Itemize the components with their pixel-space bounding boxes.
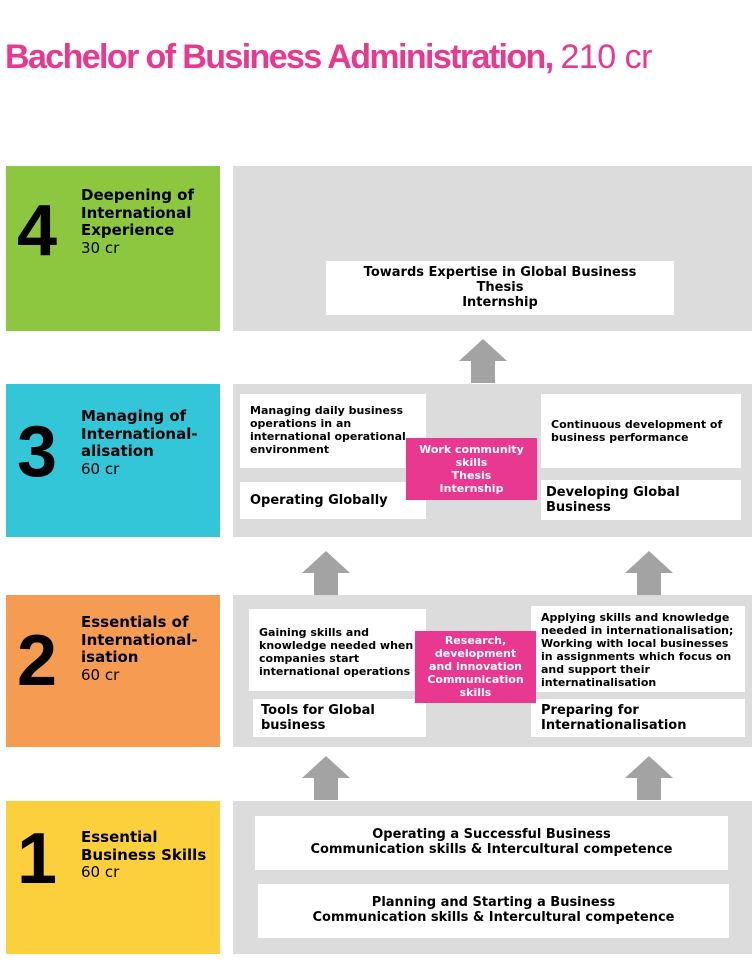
course-title-line: Preparing for	[541, 703, 639, 718]
level-4-panel: Towards Expertise in Global Business The…	[233, 166, 752, 331]
desc-line: knowledge needed when	[259, 639, 414, 652]
desc-line: Gaining skills and	[259, 626, 370, 639]
level-4-name-line: International	[81, 203, 192, 222]
highlight-line: Work community	[419, 443, 524, 456]
course-line: Thesis	[476, 280, 524, 295]
course-title: Operating Globally	[250, 493, 388, 508]
title-main: Bachelor of Business Administration,	[5, 38, 554, 76]
level-3-left-title: Operating Globally	[240, 482, 426, 519]
desc-line: in assignments which focus on	[541, 650, 732, 663]
course-line: Communication skills & Intercultural com…	[312, 910, 675, 925]
level-4-label: Deepening of International Experience 30…	[81, 186, 194, 257]
course-line: Internship	[462, 295, 538, 310]
level-4-name-line: Deepening of	[81, 186, 194, 204]
level-3-credits: 60 cr	[81, 459, 120, 478]
level-4-number: 4	[17, 191, 58, 271]
up-arrow-icon	[459, 339, 507, 383]
page-title: Bachelor of Business Administration, 210…	[5, 38, 652, 77]
highlight-line: development	[434, 647, 517, 660]
up-arrow-icon	[625, 756, 673, 800]
level-2-left-title: Tools for Global business	[253, 699, 426, 737]
desc-line: international operations	[259, 665, 411, 678]
level-1-name-line: Business Skills	[81, 845, 207, 864]
desc-line: international operational	[250, 430, 406, 443]
level-3-left-description: Managing daily business operations in an…	[240, 394, 426, 468]
level-1-number: 1	[17, 819, 58, 899]
level-3-panel: Managing daily business operations in an…	[233, 384, 752, 537]
desc-line: environment	[250, 443, 330, 456]
level-1-block: 1 Essential Business Skills 60 cr	[6, 801, 220, 954]
highlight-line: Thesis	[451, 469, 492, 482]
highlight-line: and innovation	[429, 660, 522, 673]
up-arrow-icon	[302, 551, 350, 595]
level-2-name-line: International-	[81, 630, 198, 649]
course-title-line: business	[261, 718, 326, 733]
highlight-line: Research,	[444, 634, 507, 647]
level-4-block: 4 Deepening of International Experience …	[6, 166, 220, 331]
highlight-line: Communication	[427, 673, 524, 686]
course-title-line: Tools for Global	[261, 703, 375, 718]
level-2-highlight-box: Research, development and innovation Com…	[415, 631, 536, 703]
level-1-label: Essential Business Skills 60 cr	[81, 828, 207, 882]
desc-line: Working with local businesses	[541, 637, 729, 650]
desc-line: operations in an	[250, 417, 352, 430]
course-line: Planning and Starting a Business	[371, 895, 616, 910]
level-2-right-description: Applying skills and knowledge needed in …	[531, 606, 745, 692]
course-title-line: Developing Global	[546, 485, 680, 500]
level-1-name-line: Essential	[81, 828, 158, 846]
level-1-panel: Operating a Successful Business Communic…	[233, 801, 752, 954]
highlight-line: skills	[455, 456, 488, 469]
up-arrow-icon	[302, 756, 350, 800]
level-2-number: 2	[17, 621, 58, 701]
course-line: Operating a Successful Business	[372, 827, 611, 842]
level-1-course-box-2: Planning and Starting a Business Communi…	[258, 884, 729, 938]
level-3-right-description: Continuous development of business perfo…	[541, 394, 741, 468]
level-3-right-title: Developing Global Business	[541, 480, 741, 520]
level-2-name-line: Essentials of	[81, 613, 189, 631]
desc-line: internatinalisation	[541, 676, 657, 689]
level-4-credits: 30 cr	[81, 238, 120, 257]
desc-line: needed in internationalisation;	[541, 624, 734, 637]
desc-line: business performance	[551, 431, 689, 444]
level-2-block: 2 Essentials of International- isation 6…	[6, 595, 220, 747]
level-1-course-box-1: Operating a Successful Business Communic…	[255, 816, 728, 870]
level-2-panel: Gaining skills and knowledge needed when…	[233, 595, 752, 747]
desc-line: Applying skills and knowledge	[541, 611, 730, 624]
level-2-credits: 60 cr	[81, 665, 120, 684]
level-2-right-title: Preparing for Internationalisation	[531, 699, 745, 737]
level-3-label: Managing of International- alisation 60 …	[81, 407, 198, 478]
level-3-name-line: International-	[81, 424, 198, 443]
course-line: Communication skills & Intercultural com…	[310, 842, 673, 857]
level-2-name-line: isation	[81, 648, 139, 666]
course-title-line: Business	[546, 500, 611, 515]
title-credits: 210 cr	[560, 38, 652, 76]
level-2-label: Essentials of International- isation 60 …	[81, 613, 198, 684]
highlight-line: Internship	[439, 482, 504, 495]
level-3-highlight-box: Work community skills Thesis Internship	[406, 438, 537, 500]
desc-line: Continuous development of	[551, 418, 723, 431]
level-4-courses-box: Towards Expertise in Global Business The…	[326, 261, 674, 315]
desc-line: Managing daily business	[250, 404, 404, 417]
course-line: Towards Expertise in Global Business	[363, 265, 637, 280]
desc-line: companies start	[259, 652, 360, 665]
level-3-name-line: Managing of	[81, 407, 187, 425]
level-3-block: 3 Managing of International- alisation 6…	[6, 384, 220, 537]
course-title-line: Internationalisation	[541, 718, 687, 733]
level-3-number: 3	[17, 412, 58, 492]
level-2-left-description: Gaining skills and knowledge needed when…	[249, 609, 426, 691]
level-3-name-line: alisation	[81, 442, 154, 460]
highlight-line: skills	[459, 686, 492, 699]
up-arrow-icon	[625, 551, 673, 595]
level-4-name-line: Experience	[81, 221, 175, 239]
level-1-credits: 60 cr	[81, 863, 120, 881]
desc-line: and support their	[541, 663, 650, 676]
